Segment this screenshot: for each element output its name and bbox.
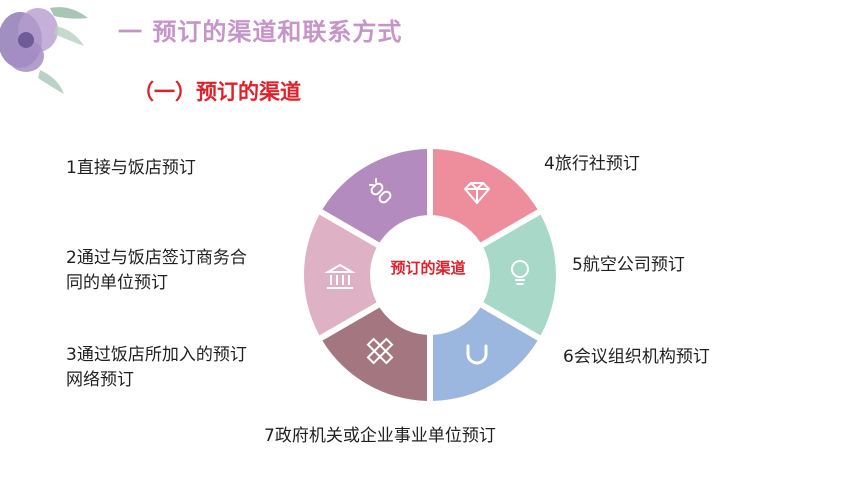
link-icon (369, 178, 392, 204)
channel-label-1: 1直接与饭店预订 (66, 158, 196, 178)
page-title: 一 预订的渠道和联系方式 (118, 18, 403, 46)
pencil-ruler-icon (366, 337, 394, 365)
channel-label-6: 6会议组织机构预订 (563, 347, 710, 367)
ring-segment-left (304, 214, 377, 336)
section-subtitle: （一）预订的渠道 (133, 80, 301, 104)
channel-label-3-line2: 网络预订 (66, 370, 134, 390)
channel-label-4: 4旅行社预订 (544, 154, 640, 174)
ring-segment-top-right (432, 149, 538, 243)
ring-segment-right (483, 214, 557, 336)
bank-icon (324, 263, 356, 289)
flower-decoration (0, 7, 88, 94)
channel-label-5: 5航空公司预订 (572, 255, 685, 275)
ring-segment-top-left (322, 149, 428, 243)
lightbulb-icon (511, 260, 529, 285)
magnet-icon (466, 344, 488, 365)
channel-label-3-line1: 3通过饭店所加入的预订 (66, 345, 247, 365)
diagram-center-label: 预订的渠道 (390, 259, 466, 277)
diamond-icon (464, 182, 490, 204)
channel-label-7: 7政府机关或企业事业单位预订 (264, 426, 496, 446)
channel-label-2-line1: 2通过与饭店签订商务合 (66, 248, 247, 268)
ring-segment-bottom-left (322, 307, 428, 401)
channel-label-2-line2: 同的单位预订 (66, 273, 168, 293)
